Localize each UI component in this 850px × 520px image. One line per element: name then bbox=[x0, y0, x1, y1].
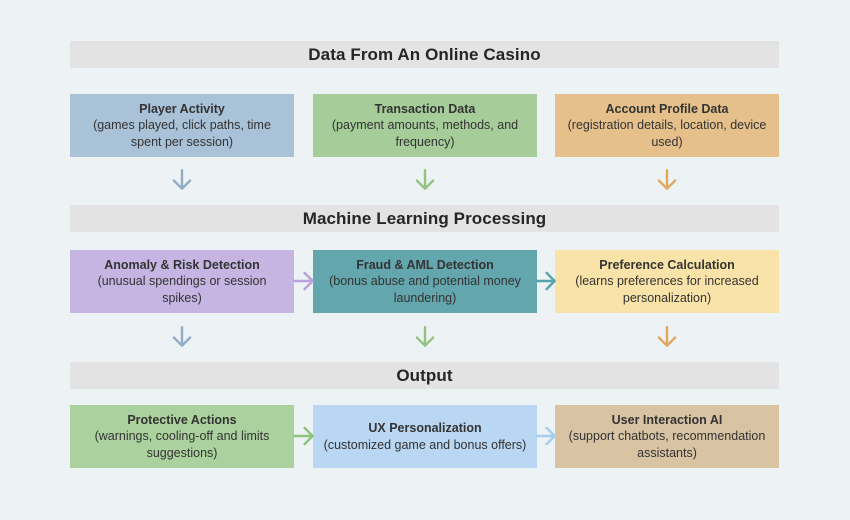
arrow-down-icon bbox=[412, 324, 438, 350]
box-description: (games played, click paths, time spent p… bbox=[93, 118, 271, 149]
arrow-down-icon bbox=[654, 167, 680, 193]
arrow-right-icon bbox=[291, 423, 317, 449]
arrow-right-icon bbox=[533, 423, 559, 449]
box-protective-actions: Protective Actions (warnings, cooling-of… bbox=[70, 405, 294, 468]
arrow-right-icon bbox=[291, 268, 317, 294]
arrow-down-icon bbox=[169, 324, 195, 350]
arrow-down-icon bbox=[412, 167, 438, 193]
box-preference-calculation: Preference Calculation (learns preferenc… bbox=[555, 250, 779, 313]
box-transaction-data: Transaction Data (payment amounts, metho… bbox=[313, 94, 537, 157]
box-title: Anomaly & Risk Detection bbox=[104, 257, 260, 272]
section-header-label: Machine Learning Processing bbox=[302, 208, 547, 228]
section-header-label: Output bbox=[396, 365, 453, 385]
box-description: (payment amounts, methods, and frequency… bbox=[331, 118, 519, 149]
box-description: (registration details, location, device … bbox=[567, 118, 767, 149]
box-description: (bonus abuse and potential money launder… bbox=[329, 274, 521, 305]
section-header-ml-processing: Machine Learning Processing bbox=[70, 205, 779, 232]
box-account-profile-data: Account Profile Data (registration detai… bbox=[555, 94, 779, 157]
box-title: Account Profile Data bbox=[605, 101, 729, 116]
section-header-output: Output bbox=[70, 362, 779, 389]
box-title: Transaction Data bbox=[374, 101, 476, 116]
box-description: (learns preferences for increased person… bbox=[575, 274, 759, 305]
box-title: Fraud & AML Detection bbox=[356, 257, 494, 272]
box-user-interaction-ai: User Interaction AI (support chatbots, r… bbox=[555, 405, 779, 468]
box-ux-personalization: UX Personalization (customized game and … bbox=[313, 405, 537, 468]
arrow-down-icon bbox=[654, 324, 680, 350]
box-description: (customized game and bonus offers) bbox=[323, 437, 527, 452]
box-fraud-aml-detection: Fraud & AML Detection (bonus abuse and p… bbox=[313, 250, 537, 313]
box-title: Protective Actions bbox=[127, 412, 237, 427]
arrow-right-icon bbox=[533, 268, 559, 294]
arrow-down-icon bbox=[169, 167, 195, 193]
box-player-activity: Player Activity (games played, click pat… bbox=[70, 94, 294, 157]
box-description: (support chatbots, recommendation assist… bbox=[568, 429, 766, 460]
box-description: (unusual spendings or session spikes) bbox=[97, 274, 267, 305]
box-title: User Interaction AI bbox=[611, 412, 723, 427]
box-description: (warnings, cooling-off and limits sugges… bbox=[94, 429, 270, 460]
box-title: Player Activity bbox=[139, 101, 225, 116]
box-title: Preference Calculation bbox=[599, 257, 735, 272]
section-header-data-sources: Data From An Online Casino bbox=[70, 41, 779, 68]
section-header-label: Data From An Online Casino bbox=[308, 44, 541, 64]
box-anomaly-risk-detection: Anomaly & Risk Detection (unusual spendi… bbox=[70, 250, 294, 313]
box-title: UX Personalization bbox=[368, 421, 482, 435]
